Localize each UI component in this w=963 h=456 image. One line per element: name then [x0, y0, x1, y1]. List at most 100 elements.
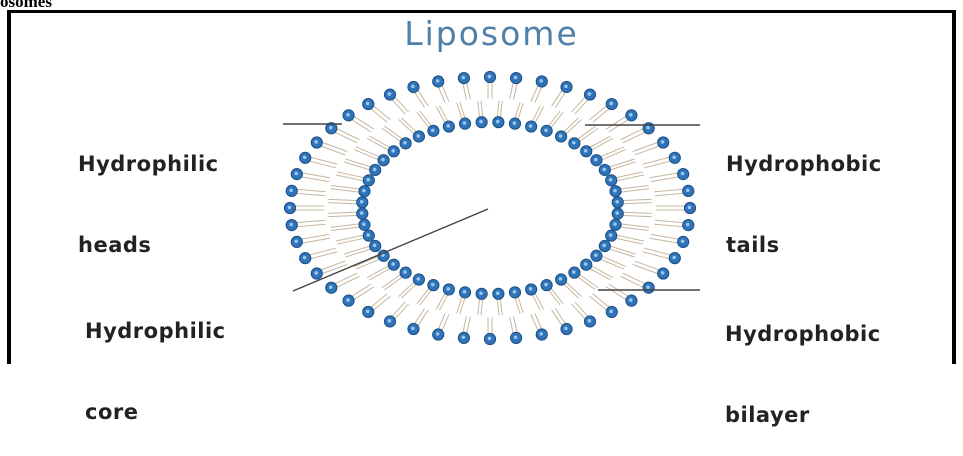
label-hydrophilic-heads: Hydrophilic heads: [78, 97, 219, 286]
label-line: bilayer: [725, 402, 881, 429]
inner-lipid-head: [610, 186, 621, 197]
inner-lipid-head: [363, 175, 374, 186]
outer-lipid-head: [363, 98, 374, 109]
inner-lipid-head: [400, 138, 411, 149]
inner-lipid-head: [581, 259, 592, 270]
lipid-heads-layer: [284, 71, 695, 344]
outer-lipid-head: [626, 110, 637, 121]
outer-lipid-head: [684, 202, 695, 213]
outer-lipid-head: [433, 76, 444, 87]
outer-lipid-head: [643, 282, 654, 293]
outer-lipid-head: [536, 329, 547, 340]
outer-lipid-head: [511, 73, 522, 84]
outer-lipid-head: [484, 71, 495, 82]
label-line: Hydrophobic: [725, 321, 881, 348]
inner-lipid-head: [359, 186, 370, 197]
outer-lipid-head: [683, 219, 694, 230]
inner-lipid-head: [413, 131, 424, 142]
inner-lipid-head: [599, 240, 610, 251]
inner-lipid-head: [400, 267, 411, 278]
inner-lipid-head: [378, 155, 389, 166]
outer-lipid-head: [658, 137, 669, 148]
inner-lipid-head: [388, 146, 399, 157]
outer-lipid-head: [606, 306, 617, 317]
outer-lipid-head: [606, 98, 617, 109]
inner-lipid-head: [359, 219, 370, 230]
outer-lipid-head: [484, 333, 495, 344]
outer-lipid-head: [584, 89, 595, 100]
label-line: Hydrophobic: [726, 151, 882, 178]
inner-lipid-head: [357, 197, 368, 208]
outer-lipid-head: [408, 81, 419, 92]
outer-lipid-head: [658, 268, 669, 279]
outer-lipid-head: [363, 306, 374, 317]
inner-lipid-head: [443, 121, 454, 132]
outer-lipid-head: [343, 110, 354, 121]
label-line: heads: [78, 232, 219, 259]
inner-lipid-head: [599, 164, 610, 175]
outer-lipid-head: [408, 323, 419, 334]
inner-lipid-head: [509, 118, 520, 129]
inner-lipid-head: [357, 208, 368, 219]
outer-lipid-head: [311, 137, 322, 148]
inner-lipid-head: [459, 287, 470, 298]
inner-lipid-head: [606, 175, 617, 186]
inner-lipid-head: [569, 267, 580, 278]
outer-lipid-head: [291, 168, 302, 179]
inner-lipid-head: [591, 155, 602, 166]
outer-lipid-head: [291, 236, 302, 247]
inner-lipid-head: [606, 230, 617, 241]
inner-lipid-head: [556, 131, 567, 142]
outer-lipid-head: [678, 236, 689, 247]
inner-lipid-head: [428, 280, 439, 291]
inner-lipid-head: [370, 240, 381, 251]
outer-lipid-head: [284, 202, 295, 213]
outer-lipid-head: [433, 329, 444, 340]
inner-lipid-head: [370, 164, 381, 175]
outer-lipid-head: [311, 268, 322, 279]
outer-lipid-head: [561, 81, 572, 92]
outer-lipid-head: [561, 323, 572, 334]
inner-lipid-head: [612, 197, 623, 208]
leader-line-hydrophilic-core: [293, 209, 488, 291]
label-line: Hydrophilic: [85, 318, 226, 345]
inner-lipid-head: [388, 259, 399, 270]
inner-lipid-head: [493, 288, 504, 299]
outer-lipid-head: [626, 295, 637, 306]
inner-lipid-head: [612, 208, 623, 219]
outer-lipid-head: [300, 152, 311, 163]
inner-lipid-head: [493, 117, 504, 128]
outer-lipid-head: [678, 168, 689, 179]
inner-lipid-head: [526, 121, 537, 132]
label-line: tails: [726, 232, 882, 259]
outer-lipid-head: [511, 332, 522, 343]
label-line: core: [85, 399, 226, 426]
outer-lipid-head: [584, 316, 595, 327]
inner-lipid-head: [363, 230, 374, 241]
inner-lipid-head: [476, 117, 487, 128]
outer-lipid-head: [326, 282, 337, 293]
inner-lipid-head: [526, 284, 537, 295]
inner-lipid-head: [509, 287, 520, 298]
inner-lipid-head: [610, 219, 621, 230]
inner-lipid-head: [581, 146, 592, 157]
label-line: Hydrophilic: [78, 151, 219, 178]
label-hydrophilic-core: Hydrophilic core: [85, 264, 226, 453]
inner-lipid-head: [541, 125, 552, 136]
inner-lipid-head: [476, 288, 487, 299]
label-hydrophobic-bilayer: Hydrophobic bilayer: [725, 267, 881, 456]
label-hydrophobic-tails: Hydrophobic tails: [726, 97, 882, 286]
outer-lipid-head: [286, 219, 297, 230]
inner-lipid-head: [569, 138, 580, 149]
outer-lipid-head: [343, 295, 354, 306]
outer-lipid-head: [286, 185, 297, 196]
outer-lipid-head: [384, 316, 395, 327]
inner-lipid-head: [556, 274, 567, 285]
outer-lipid-head: [384, 89, 395, 100]
outer-lipid-head: [683, 185, 694, 196]
inner-lipid-head: [413, 274, 424, 285]
outer-lipid-head: [458, 73, 469, 84]
inner-lipid-head: [443, 284, 454, 295]
inner-lipid-head: [541, 280, 552, 291]
outer-lipid-head: [458, 332, 469, 343]
